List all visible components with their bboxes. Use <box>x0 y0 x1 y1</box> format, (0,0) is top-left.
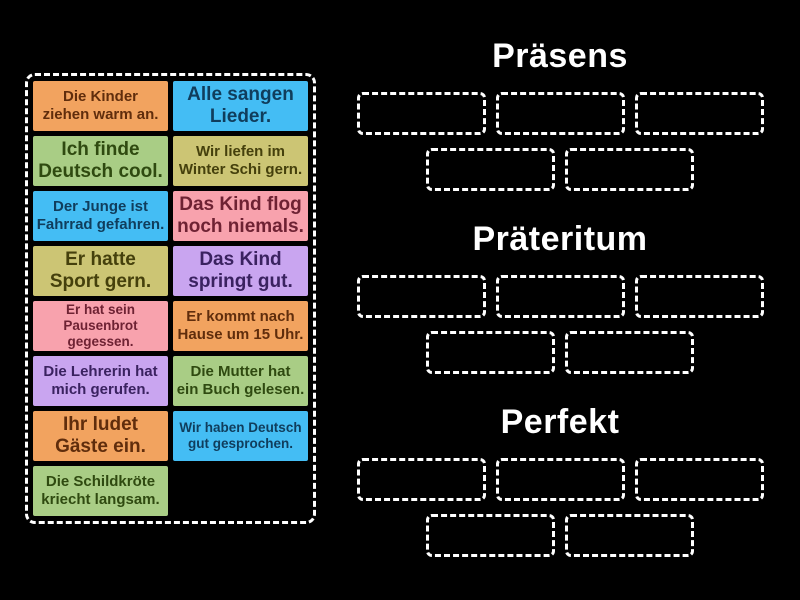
word-tile[interactable]: Der Junge ist Fahrrad gefahren. <box>33 191 168 241</box>
word-tile[interactable]: Das Kind flog noch niemals. <box>173 191 308 241</box>
word-tile[interactable]: Ihr ludet Gäste ein. <box>33 411 168 461</box>
drop-slot[interactable] <box>495 458 625 501</box>
word-tile[interactable]: Die Kinder ziehen warm an. <box>33 81 168 131</box>
slot-row <box>350 458 770 501</box>
drop-slot[interactable] <box>356 275 486 318</box>
drop-slot[interactable] <box>495 275 625 318</box>
word-tile[interactable]: Er kommt nach Hause um 15 Uhr. <box>173 301 308 351</box>
word-bank: Die Kinder ziehen warm an.Alle sangen Li… <box>25 73 316 524</box>
word-tile[interactable]: Er hatte Sport gern. <box>33 246 168 296</box>
word-tile[interactable]: Die Schildkröte kriecht langsam. <box>33 466 168 516</box>
slot-area-praeteritum <box>350 275 770 374</box>
word-tile[interactable]: Alle sangen Lieder. <box>173 81 308 131</box>
group-title-praeteritum: Präteritum <box>472 220 648 258</box>
drop-slot[interactable] <box>634 92 764 135</box>
group-title-perfekt: Perfekt <box>500 403 620 441</box>
word-tile[interactable]: Das Kind springt gut. <box>173 246 308 296</box>
drop-slot[interactable] <box>426 148 555 191</box>
slot-area-perfekt <box>350 458 770 557</box>
slot-row <box>350 331 770 374</box>
group-praesens: Präsens <box>350 38 770 204</box>
word-tile[interactable]: Wir liefen im Winter Schi gern. <box>173 136 308 186</box>
drop-slot[interactable] <box>565 514 694 557</box>
group-praeteritum: Präteritum <box>350 221 770 387</box>
drop-slot[interactable] <box>565 331 694 374</box>
category-groups: Präsens Präteritum Perfekt <box>350 0 770 600</box>
slot-area-praesens <box>350 92 770 191</box>
slot-row <box>350 275 770 318</box>
drop-slot[interactable] <box>634 275 764 318</box>
group-perfekt: Perfekt <box>350 404 770 570</box>
drop-slot[interactable] <box>495 92 625 135</box>
word-tile[interactable]: Die Mutter hat ein Buch gelesen. <box>173 356 308 406</box>
slot-row <box>350 514 770 557</box>
word-tile[interactable]: Ich finde Deutsch cool. <box>33 136 168 186</box>
slot-row <box>350 148 770 191</box>
drop-slot[interactable] <box>565 148 694 191</box>
drop-slot[interactable] <box>426 514 555 557</box>
word-tile[interactable]: Die Lehrerin hat mich gerufen. <box>33 356 168 406</box>
drop-slot[interactable] <box>634 458 764 501</box>
drop-slot[interactable] <box>356 458 486 501</box>
slot-row <box>350 92 770 135</box>
drop-slot[interactable] <box>426 331 555 374</box>
group-title-praesens: Präsens <box>492 37 628 75</box>
word-tile[interactable]: Wir haben Deutsch gut gesprochen. <box>173 411 308 461</box>
drop-slot[interactable] <box>356 92 486 135</box>
word-tile[interactable]: Er hat sein Pausenbrot gegessen. <box>33 301 168 351</box>
